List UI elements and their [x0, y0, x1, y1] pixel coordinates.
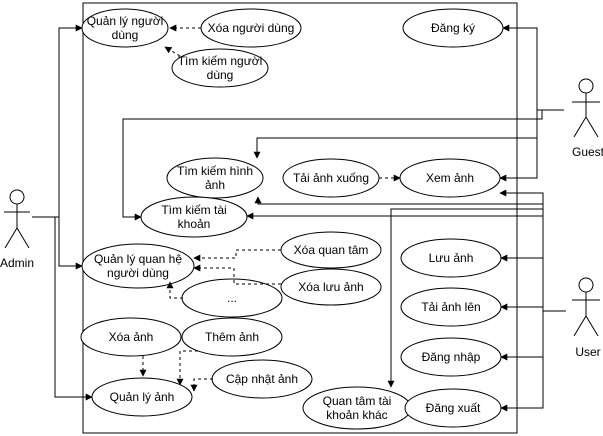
uc-xoa-luu-anh[interactable]	[280, 268, 382, 306]
uc-tai-anh-xuong-label: Tải ảnh xuống	[292, 171, 370, 185]
system-boundary	[82, 2, 518, 434]
admin-associations	[32, 24, 93, 401]
uc-xoa-luu-anh-label: Xóa lưu ảnh	[298, 280, 364, 294]
uc-dang-nhap-label: Đăng nhập	[421, 350, 481, 364]
uc-xoa-quan-tam-label: Xóa quan tâm	[293, 243, 369, 257]
uc-dang-xuat-label: Đăng xuất	[425, 401, 481, 415]
uc-luu-anh-label: Lưu ảnh	[428, 251, 474, 265]
uc-quan-ly-nguoi-dung-label: Quản lý người dùng	[86, 14, 164, 42]
guest-associations	[122, 24, 564, 221]
user-actor[interactable]	[572, 277, 600, 337]
uc-dang-ky-label: Đăng ký	[430, 21, 476, 35]
uc-tim-kiem-tai-khoan-label: Tìm kiếm tài khoản	[161, 203, 227, 231]
guest-label: Guest	[571, 145, 603, 159]
uc-xem-anh-label: Xem ảnh	[425, 171, 475, 185]
uc-xoa-anh[interactable]	[80, 317, 182, 357]
uc-them-anh[interactable]	[181, 317, 283, 357]
uc-them-anh-label: Thêm ảnh	[204, 330, 260, 344]
uc-quan-ly-quan-he-label: Quản lý quan hệ người dùng	[93, 252, 183, 280]
uc-ellipsis-label: ...	[226, 291, 238, 305]
dependency-relations	[139, 24, 401, 392]
uc-tai-anh-len-label: Tải ảnh lên	[421, 300, 481, 314]
user-associations	[246, 189, 566, 412]
admin-actor[interactable]	[4, 189, 30, 249]
uc-tim-kiem-hinh-anh-label: Tìm kiếm hình ảnh	[176, 164, 254, 192]
user-label: User	[575, 345, 601, 359]
uc-quan-ly-anh-label: Quản lý ảnh	[109, 390, 175, 404]
uc-quan-tam-tai-khoan-khac-label: Quan tâm tài khoản khác	[322, 394, 392, 422]
uc-tim-kiem-hinh-anh[interactable]	[166, 157, 264, 199]
admin-label: Admin	[0, 256, 35, 270]
guest-actor[interactable]	[572, 78, 600, 138]
uc-xoa-nguoi-dung-label: Xóa người dùng	[207, 21, 295, 35]
uc-tim-kiem-nguoi-dung[interactable]	[171, 48, 269, 88]
uc-cap-nhat-anh-label: Cập nhật ảnh	[225, 372, 299, 386]
uc-xoa-anh-label: Xóa ảnh	[108, 330, 154, 344]
uc-tim-kiem-nguoi-dung-label: Tìm kiếm người dùng	[177, 54, 263, 82]
